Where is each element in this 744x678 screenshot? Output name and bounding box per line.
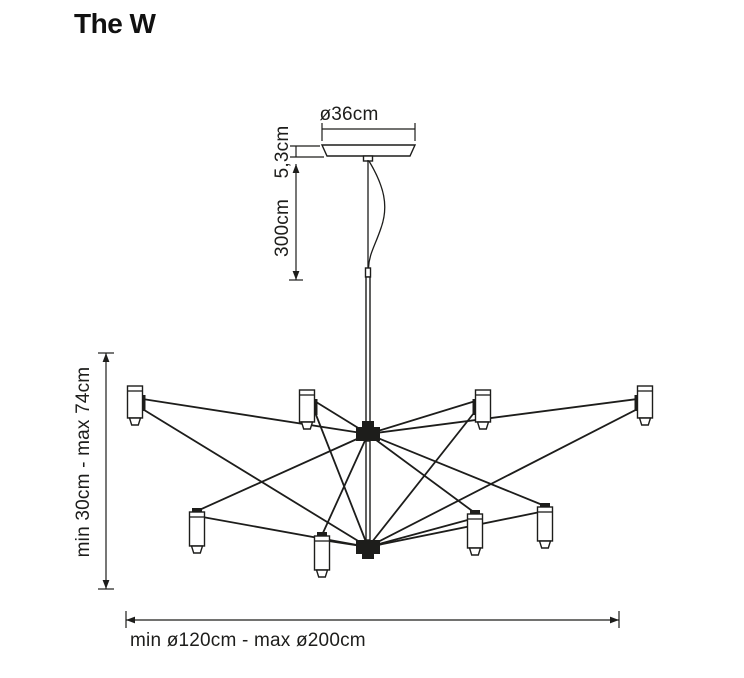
arm-line	[367, 408, 639, 548]
dim-arrow-right	[610, 616, 619, 624]
arm-line	[367, 510, 546, 548]
head-tip	[128, 417, 142, 426]
arm-line	[367, 398, 639, 435]
top-hub	[356, 421, 380, 441]
arm-line	[367, 433, 476, 514]
center-rod	[365, 440, 371, 541]
hub-body	[356, 540, 380, 554]
cable-length-label: 300cm	[272, 199, 293, 257]
canopy-height-label: 5,3cm	[272, 126, 293, 179]
arm-line	[367, 400, 477, 435]
canopy-diameter-label: ø36cm	[319, 104, 378, 125]
dim-arrow-down	[292, 271, 300, 280]
canopy-height-dimension	[290, 145, 324, 158]
arm-line	[367, 410, 477, 548]
lamp-head-lower-1	[188, 508, 206, 554]
arm-line	[367, 517, 476, 548]
lamp-head-upper-2	[298, 389, 318, 430]
suspension-rod	[365, 276, 371, 431]
power-cable	[367, 160, 386, 269]
bottom-hub	[356, 540, 380, 559]
page-title: The W	[74, 8, 156, 39]
canopy-plate	[320, 144, 417, 157]
head-tip	[190, 545, 204, 554]
arm-line	[141, 408, 369, 548]
dim-arrow-up	[292, 164, 300, 173]
dim-arrow-up	[102, 353, 110, 362]
head-tip	[476, 421, 490, 430]
height-range-dimension	[98, 352, 114, 590]
hub-cap	[362, 421, 374, 427]
arm-line	[196, 433, 369, 512]
lamp-head-upper-4	[634, 385, 654, 426]
head-tip	[468, 547, 482, 556]
dim-arrow-down	[102, 580, 110, 589]
arm-structure	[141, 398, 639, 548]
diameter-range-dimension	[125, 611, 620, 628]
arm-line	[141, 398, 369, 435]
hub-body	[356, 427, 380, 441]
lamp-head-upper-1	[126, 385, 146, 426]
arm-line	[313, 410, 369, 548]
lamp-head-upper-3	[472, 389, 492, 430]
canopy-diameter-dimension	[321, 123, 416, 141]
head-tip	[638, 417, 652, 426]
head-tip	[315, 569, 329, 578]
wire-coupler	[364, 267, 372, 278]
ceiling-canopy	[320, 144, 417, 162]
hub-cap	[362, 554, 374, 559]
lamp-head-lower-2	[313, 532, 331, 578]
lamp-head-lower-4	[536, 503, 554, 549]
head-tip	[538, 540, 552, 549]
height-range-label: min 30cm - max 74cm	[73, 367, 94, 558]
arm-line	[321, 433, 369, 536]
diameter-range-label: min ø120cm - max ø200cm	[130, 630, 366, 651]
lamp-head-lower-3	[466, 510, 484, 556]
head-tip	[300, 421, 314, 430]
arm-line	[367, 433, 546, 507]
dim-arrow-left	[126, 616, 135, 624]
